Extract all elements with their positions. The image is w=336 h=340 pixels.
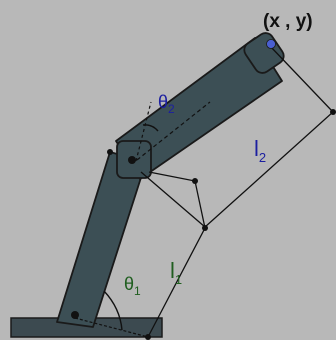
l1-label: l1 bbox=[170, 258, 182, 287]
dimension-point-1 bbox=[145, 334, 151, 340]
theta-2-arc bbox=[142, 124, 159, 132]
l1-dimension-lines bbox=[147, 171, 206, 338]
dimension-point-3 bbox=[192, 178, 198, 184]
l2-label: l2 bbox=[254, 136, 266, 165]
joint-1-marker bbox=[71, 311, 79, 319]
theta-2-label: θ2 bbox=[158, 92, 175, 116]
dimension-point-2 bbox=[202, 225, 208, 231]
link-1-extension-line bbox=[135, 101, 152, 162]
endpoint-label: (x , y) bbox=[263, 11, 313, 32]
theta-1-label: θ1 bbox=[124, 274, 141, 298]
link-2-centerline bbox=[136, 101, 211, 161]
link-1-corner-point bbox=[107, 149, 113, 155]
joint-2-marker bbox=[128, 156, 136, 164]
theta-1-reference-line bbox=[74, 317, 149, 338]
theta-1-arc bbox=[103, 290, 123, 331]
end-effector-marker bbox=[266, 39, 276, 49]
l2-dimension-lines bbox=[140, 45, 334, 228]
dimension-point-4 bbox=[330, 109, 336, 115]
